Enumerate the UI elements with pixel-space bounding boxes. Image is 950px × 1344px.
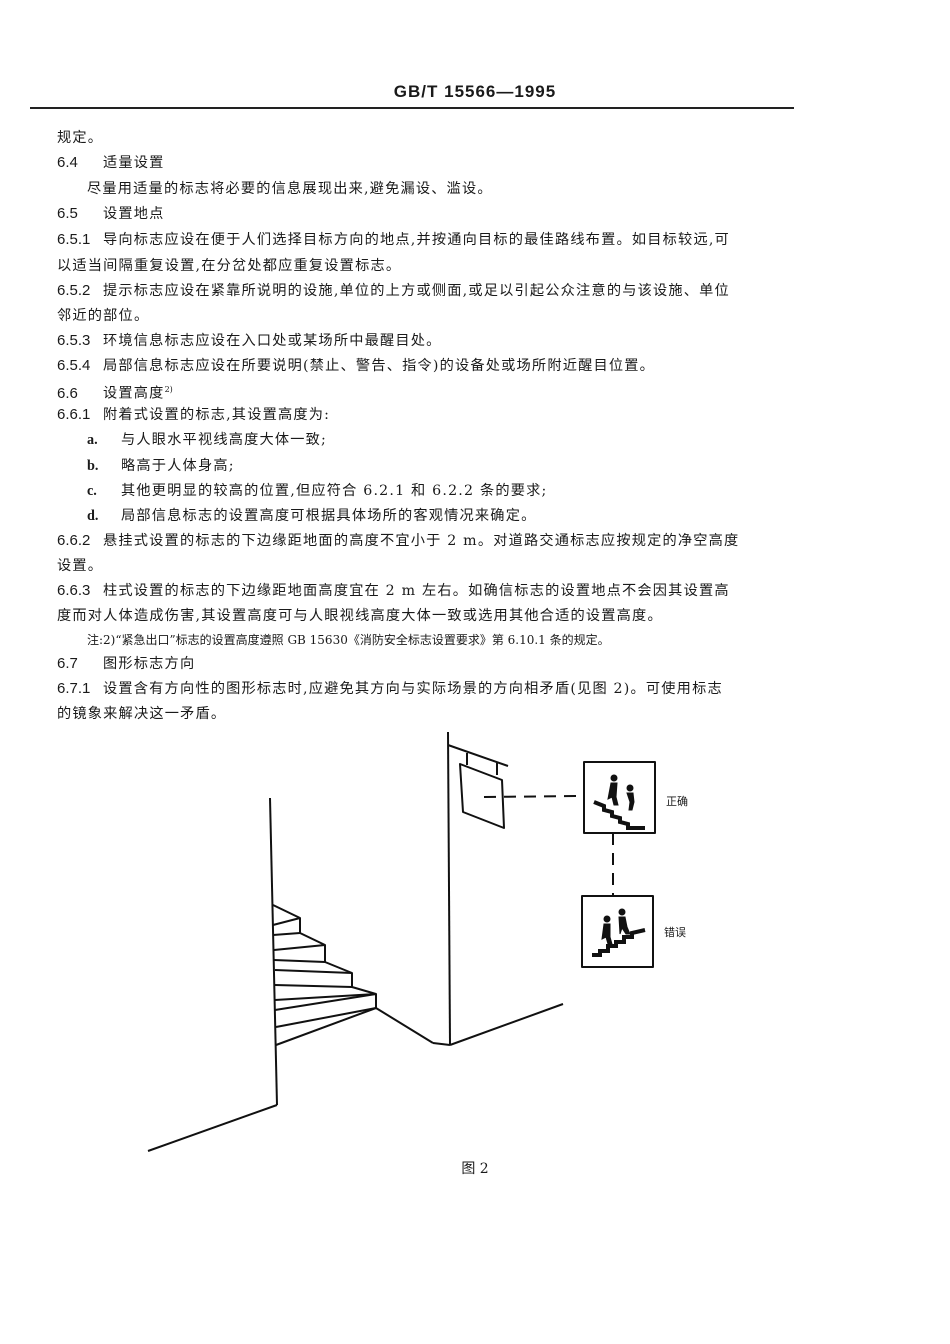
header-rule (30, 107, 794, 109)
line-text: 尽量用适量的标志将必要的信息展现出来,避免漏设、滥设。 (87, 181, 493, 197)
footnote-text: 注:2)“紧急出口”标志的设置高度遵照 GB 15630《消防安全标志设置要求》… (87, 633, 610, 647)
list-letter: a. (87, 432, 98, 448)
line-text: 度而对人体造成伤害,其设置高度可与人眼视线高度大体一致或选用其他合适的设置高度。 (57, 608, 663, 624)
line-text: 导向标志应设在便于人们选择目标方向的地点,并按通向目标的最佳路线布置。如目标较远… (103, 232, 730, 248)
staircase-scene-icon (147, 731, 656, 1152)
list-item-c: c. 其他更明显的较高的位置,但应符合 6.2.1 和 6.2.2 条的要求; (87, 481, 547, 501)
line-text: 悬挂式设置的标志的下边缘距地面的高度不宜小于 2 m。对道路交通标志应按规定的净… (103, 533, 740, 549)
line-text: 以适当间隔重复设置,在分岔处都应重复设置标志。 (57, 258, 402, 274)
clause-6-5-2-cont: 邻近的部位。 (57, 306, 149, 326)
line-text: 提示标志应设在紧靠所说明的设施,单位的上方或侧面,或足以引起公众注意的与该设施、… (103, 283, 730, 299)
clause-6-5-1: 6.5.1 导向标志应设在便于人们选择目标方向的地点,并按通向目标的最佳路线布置。… (57, 230, 730, 250)
line-text: 局部信息标志应设在所要说明(禁止、警告、指令)的设备处或场所附近醒目位置。 (103, 358, 656, 374)
list-letter: c. (87, 483, 97, 499)
clause-6-7-1-cont: 的镜象来解决这一矛盾。 (57, 704, 226, 724)
clause-number: 6.6.2 (57, 532, 91, 549)
clause-6-5-1-cont: 以适当间隔重复设置,在分岔处都应重复设置标志。 (57, 256, 401, 276)
section-number: 6.7 (57, 655, 78, 672)
label-correct: 正确 (666, 795, 688, 808)
clause-number: 6.5.3 (57, 332, 91, 349)
clause-6-5-3: 6.5.3 环境信息标志应设在入口处或某场所中最醒目处。 (57, 331, 442, 351)
section-number: 6.4 (57, 154, 78, 171)
section-title: 设置地点 (103, 206, 165, 222)
section-6-4-heading: 6.4 适量设置 (57, 153, 165, 173)
line-text: 附着式设置的标志,其设置高度为: (103, 407, 331, 423)
section-title: 设置高度 (103, 385, 165, 402)
figure-caption: 图 2 (461, 1161, 489, 1177)
stairs-people-wrong-icon (592, 908, 646, 957)
clause-6-6-3: 6.6.3 柱式设置的标志的下边缘距地面高度宜在 2 m 左右。如确信标志的设置地… (57, 581, 730, 601)
clause-6-6-2-cont: 设置。 (57, 556, 103, 576)
section-title: 适量设置 (103, 155, 165, 171)
label-wrong: 错误 (664, 926, 686, 939)
clause-number: 6.5.2 (57, 282, 91, 299)
clause-6-6-3-cont: 度而对人体造成伤害,其设置高度可与人眼视线高度大体一致或选用其他合适的设置高度。 (57, 606, 663, 626)
section-number: 6.5 (57, 205, 78, 222)
clause-6-7-1: 6.7.1 设置含有方向性的图形标志时,应避免其方向与实际场景的方向相矛盾(见图 … (57, 679, 723, 699)
line-text: 设置含有方向性的图形标志时,应避免其方向与实际场景的方向相矛盾(见图 2)。可使… (103, 681, 723, 697)
footnote-ref: 2) (164, 385, 173, 394)
section-6-5-heading: 6.5 设置地点 (57, 204, 165, 224)
section-6-4-paragraph: 尽量用适量的标志将必要的信息展现出来,避免漏设、滥设。 (87, 179, 493, 199)
line-text: 规定。 (57, 130, 104, 146)
clause-number: 6.6.1 (57, 406, 91, 423)
clause-6-6-1: 6.6.1 附着式设置的标志,其设置高度为: (57, 405, 330, 425)
line-text: 邻近的部位。 (57, 308, 150, 324)
list-item-d: d. 局部信息标志的设置高度可根据具体场所的客观情况来确定。 (87, 506, 536, 526)
line-text: 的镜象来解决这一矛盾。 (57, 706, 227, 722)
clause-6-5-4: 6.5.4 局部信息标志应设在所要说明(禁止、警告、指令)的设备处或场所附近醒目位… (57, 356, 655, 376)
clause-number: 6.7.1 (57, 680, 91, 697)
line-text: 柱式设置的标志的下边缘距地面高度宜在 2 m 左右。如确信标志的设置地点不会因其… (103, 583, 730, 599)
list-letter: b. (87, 458, 99, 474)
stairs-people-correct-icon (593, 774, 645, 830)
list-letter: d. (87, 508, 99, 524)
clause-number: 6.5.1 (57, 231, 91, 248)
line-text: 略高于人体身高; (121, 458, 235, 474)
clause-number: 6.6.3 (57, 582, 91, 599)
list-item-a: a. 与人眼水平视线高度大体一致; (87, 430, 327, 450)
line-text: 与人眼水平视线高度大体一致; (121, 432, 328, 448)
line-text: 局部信息标志的设置高度可根据具体场所的客观情况来确定。 (121, 508, 537, 524)
section-number: 6.6 (57, 384, 78, 402)
clause-6-6-2: 6.6.2 悬挂式设置的标志的下边缘距地面的高度不宜小于 2 m。对道路交通标志应… (57, 531, 739, 551)
section-6-7-heading: 6.7 图形标志方向 (57, 654, 195, 674)
section-title: 图形标志方向 (103, 656, 196, 672)
figure-2: 正确 错误 (0, 720, 950, 1160)
section-6-6-heading: 6.6 设置高度2) (57, 380, 173, 404)
list-item-b: b. 略高于人体身高; (87, 456, 235, 476)
clause-6-5-2: 6.5.2 提示标志应设在紧靠所说明的设施,单位的上方或侧面,或足以引起公众注意的… (57, 281, 730, 301)
line-text: 环境信息标志应设在入口处或某场所中最醒目处。 (103, 333, 442, 349)
line-text: 其他更明显的较高的位置,但应符合 6.2.1 和 6.2.2 条的要求; (121, 483, 548, 499)
footnote-2: 注:2)“紧急出口”标志的设置高度遵照 GB 15630《消防安全标志设置要求》… (87, 630, 610, 650)
continuation-line: 规定。 (57, 128, 103, 148)
clause-number: 6.5.4 (57, 357, 91, 374)
document-header: GB/T 15566—1995 (393, 82, 557, 101)
line-text: 设置。 (57, 558, 104, 574)
